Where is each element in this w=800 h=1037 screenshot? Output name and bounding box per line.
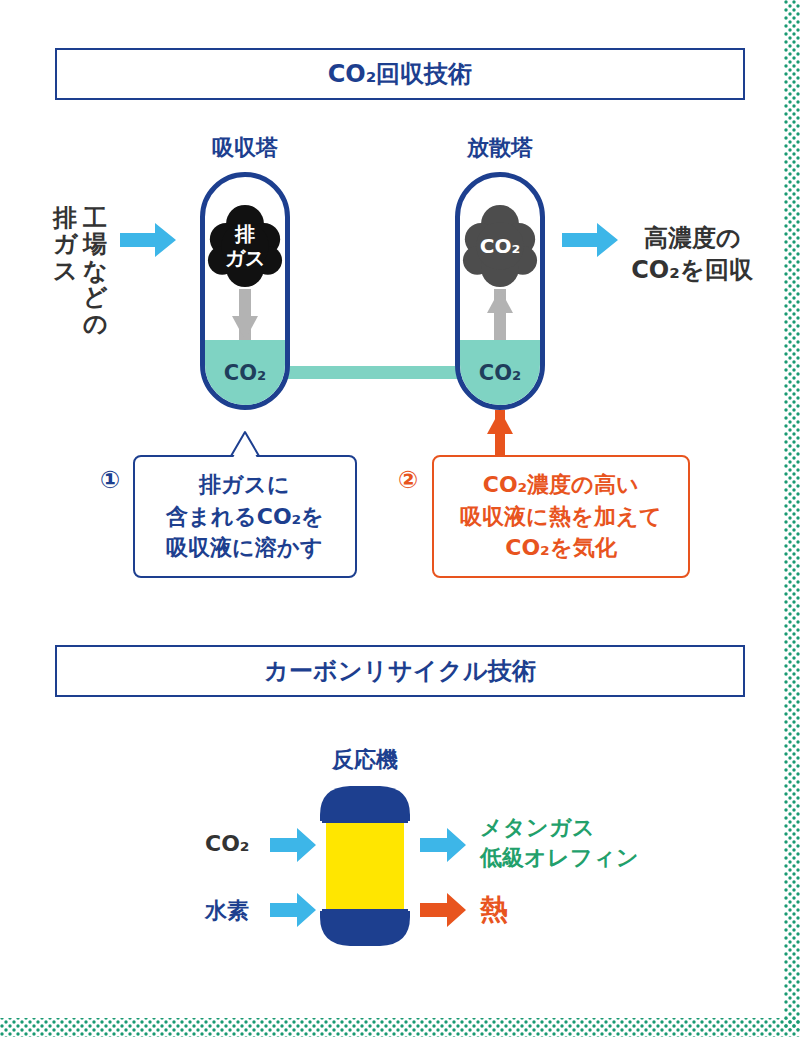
vessel-name: 吸収塔 xyxy=(212,133,278,163)
section-title: カーボンリサイクル技術 xyxy=(264,655,536,687)
heat-arrow xyxy=(420,893,466,927)
callout-text: CO₂濃度の高い 吸収液に熱を加えて CO₂を気化 xyxy=(460,469,662,565)
output-label: 高濃度の CO₂を回収 xyxy=(631,222,753,287)
absorbent-liquid: CO₂ xyxy=(205,340,285,405)
dotted-frame xyxy=(784,0,800,1030)
callout-tail xyxy=(231,432,259,456)
section-heading: CO₂回収技術 xyxy=(55,48,745,100)
reactor-body xyxy=(326,821,404,911)
callout-box: CO₂濃度の高い 吸収液に熱を加えて CO₂を気化 xyxy=(432,455,690,578)
flow-arrow xyxy=(494,289,506,340)
reactor-cap xyxy=(320,911,410,946)
output-arrow xyxy=(420,828,466,862)
input-label: 水素 xyxy=(205,896,249,926)
vessel-name: 反応機 xyxy=(332,745,398,775)
absorbent-liquid: CO₂ xyxy=(460,340,540,405)
section-heading: カーボンリサイクル技術 xyxy=(55,645,745,697)
stripper-tower: CO₂CO₂放散塔 xyxy=(455,172,545,410)
dotted-frame xyxy=(0,1018,800,1037)
reactor-vessel: 反応機 xyxy=(320,785,410,947)
callout-number: ② xyxy=(398,466,418,494)
source-label: 排ガス xyxy=(53,205,77,284)
source-label: 工場などの xyxy=(83,205,107,337)
section-title: CO₂回収技術 xyxy=(328,58,473,90)
callout-tail xyxy=(232,433,258,460)
input-arrow xyxy=(270,893,316,927)
callout-tail xyxy=(230,431,260,461)
node-label: CO₂ xyxy=(224,361,266,385)
node-label: CO₂ xyxy=(479,361,521,385)
cloud-shape xyxy=(221,222,269,270)
exhaust-cloud: 排 ガス xyxy=(207,203,283,289)
input-label: CO₂ xyxy=(205,831,249,856)
co2-gas: CO₂ xyxy=(462,203,538,289)
absorber-tower: 排 ガスCO₂吸収塔 xyxy=(200,172,290,410)
node-label: CO₂ xyxy=(480,234,520,258)
output-arrow xyxy=(562,223,618,257)
heat-label: 熱 xyxy=(480,891,508,929)
product-label: メタンガス 低級オレフィン xyxy=(480,813,639,872)
pipe xyxy=(285,366,460,379)
cloud-shape xyxy=(476,222,524,270)
input-arrow xyxy=(270,828,316,862)
flow-arrow xyxy=(495,410,505,455)
flow-arrow xyxy=(239,289,251,340)
callout-text: 排ガスに 含まれるCO₂を 吸収液に溶かす xyxy=(166,469,324,565)
reactor-band xyxy=(322,819,408,823)
reactor-shape xyxy=(320,785,410,947)
vessel-name: 放散塔 xyxy=(467,133,533,163)
node-label: 排 ガス xyxy=(225,222,265,270)
callout-number: ① xyxy=(100,466,120,494)
callout-box: 排ガスに 含まれるCO₂を 吸収液に溶かす xyxy=(133,455,357,578)
reactor-cap xyxy=(320,786,410,821)
input-arrow xyxy=(120,223,176,257)
reactor-band xyxy=(322,909,408,913)
